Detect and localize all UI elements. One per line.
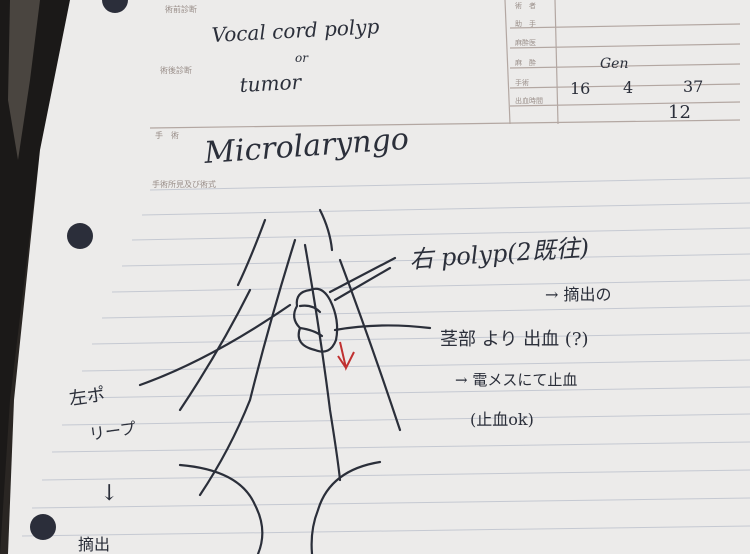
- binder-hole-2: [67, 223, 93, 249]
- hw-time-hour: 16: [570, 79, 590, 98]
- binder-hole-1: [102, 0, 128, 13]
- hw-anesthesia: Gen: [600, 56, 629, 72]
- red-arrow: [337, 341, 355, 371]
- label-assistant: 助 手: [515, 19, 536, 28]
- hw-bottom-note: 摘出: [78, 535, 110, 554]
- ruled-lines: [21, 177, 750, 537]
- larynx-sketch: [138, 208, 432, 554]
- label-surgeon: 術 者: [515, 1, 536, 10]
- label-anesthetist: 麻酔医: [515, 38, 536, 47]
- form-grid: [149, 0, 741, 129]
- hw-diagnosis-3: tumor: [239, 70, 303, 97]
- label-findings: 手術所見及び術式: [152, 179, 216, 189]
- label-time: 手術: [515, 78, 529, 87]
- hw-stalk-sub: → 電メスにて止血: [455, 371, 577, 389]
- label-preop-diagnosis: 術前診断: [165, 4, 197, 14]
- hw-diagnosis-2: or: [295, 51, 309, 65]
- hw-time-min: 4: [623, 78, 633, 97]
- hw-stalk-sub2: (止血ok): [470, 410, 534, 429]
- hw-left-note-1: 左ポ: [68, 384, 107, 410]
- paper-sheet: [8, 0, 750, 554]
- binder-ring-left: [8, 0, 40, 160]
- label-postop-diagnosis: 術後診断: [160, 65, 192, 75]
- binder-hole-3: [30, 514, 56, 540]
- hw-time-dur: 37: [683, 77, 703, 96]
- label-bleeding: 出血時間: [515, 96, 543, 105]
- hw-bleeding: 12: [668, 102, 691, 123]
- hw-left-arrow: ↓: [100, 481, 118, 506]
- hw-polyp-sub: → 摘出の: [545, 285, 612, 304]
- hw-stalk-note: 茎部 より 出血 (?): [440, 329, 589, 350]
- label-procedure: 手 術: [155, 130, 179, 140]
- label-anesthesia: 麻 酔: [515, 58, 536, 67]
